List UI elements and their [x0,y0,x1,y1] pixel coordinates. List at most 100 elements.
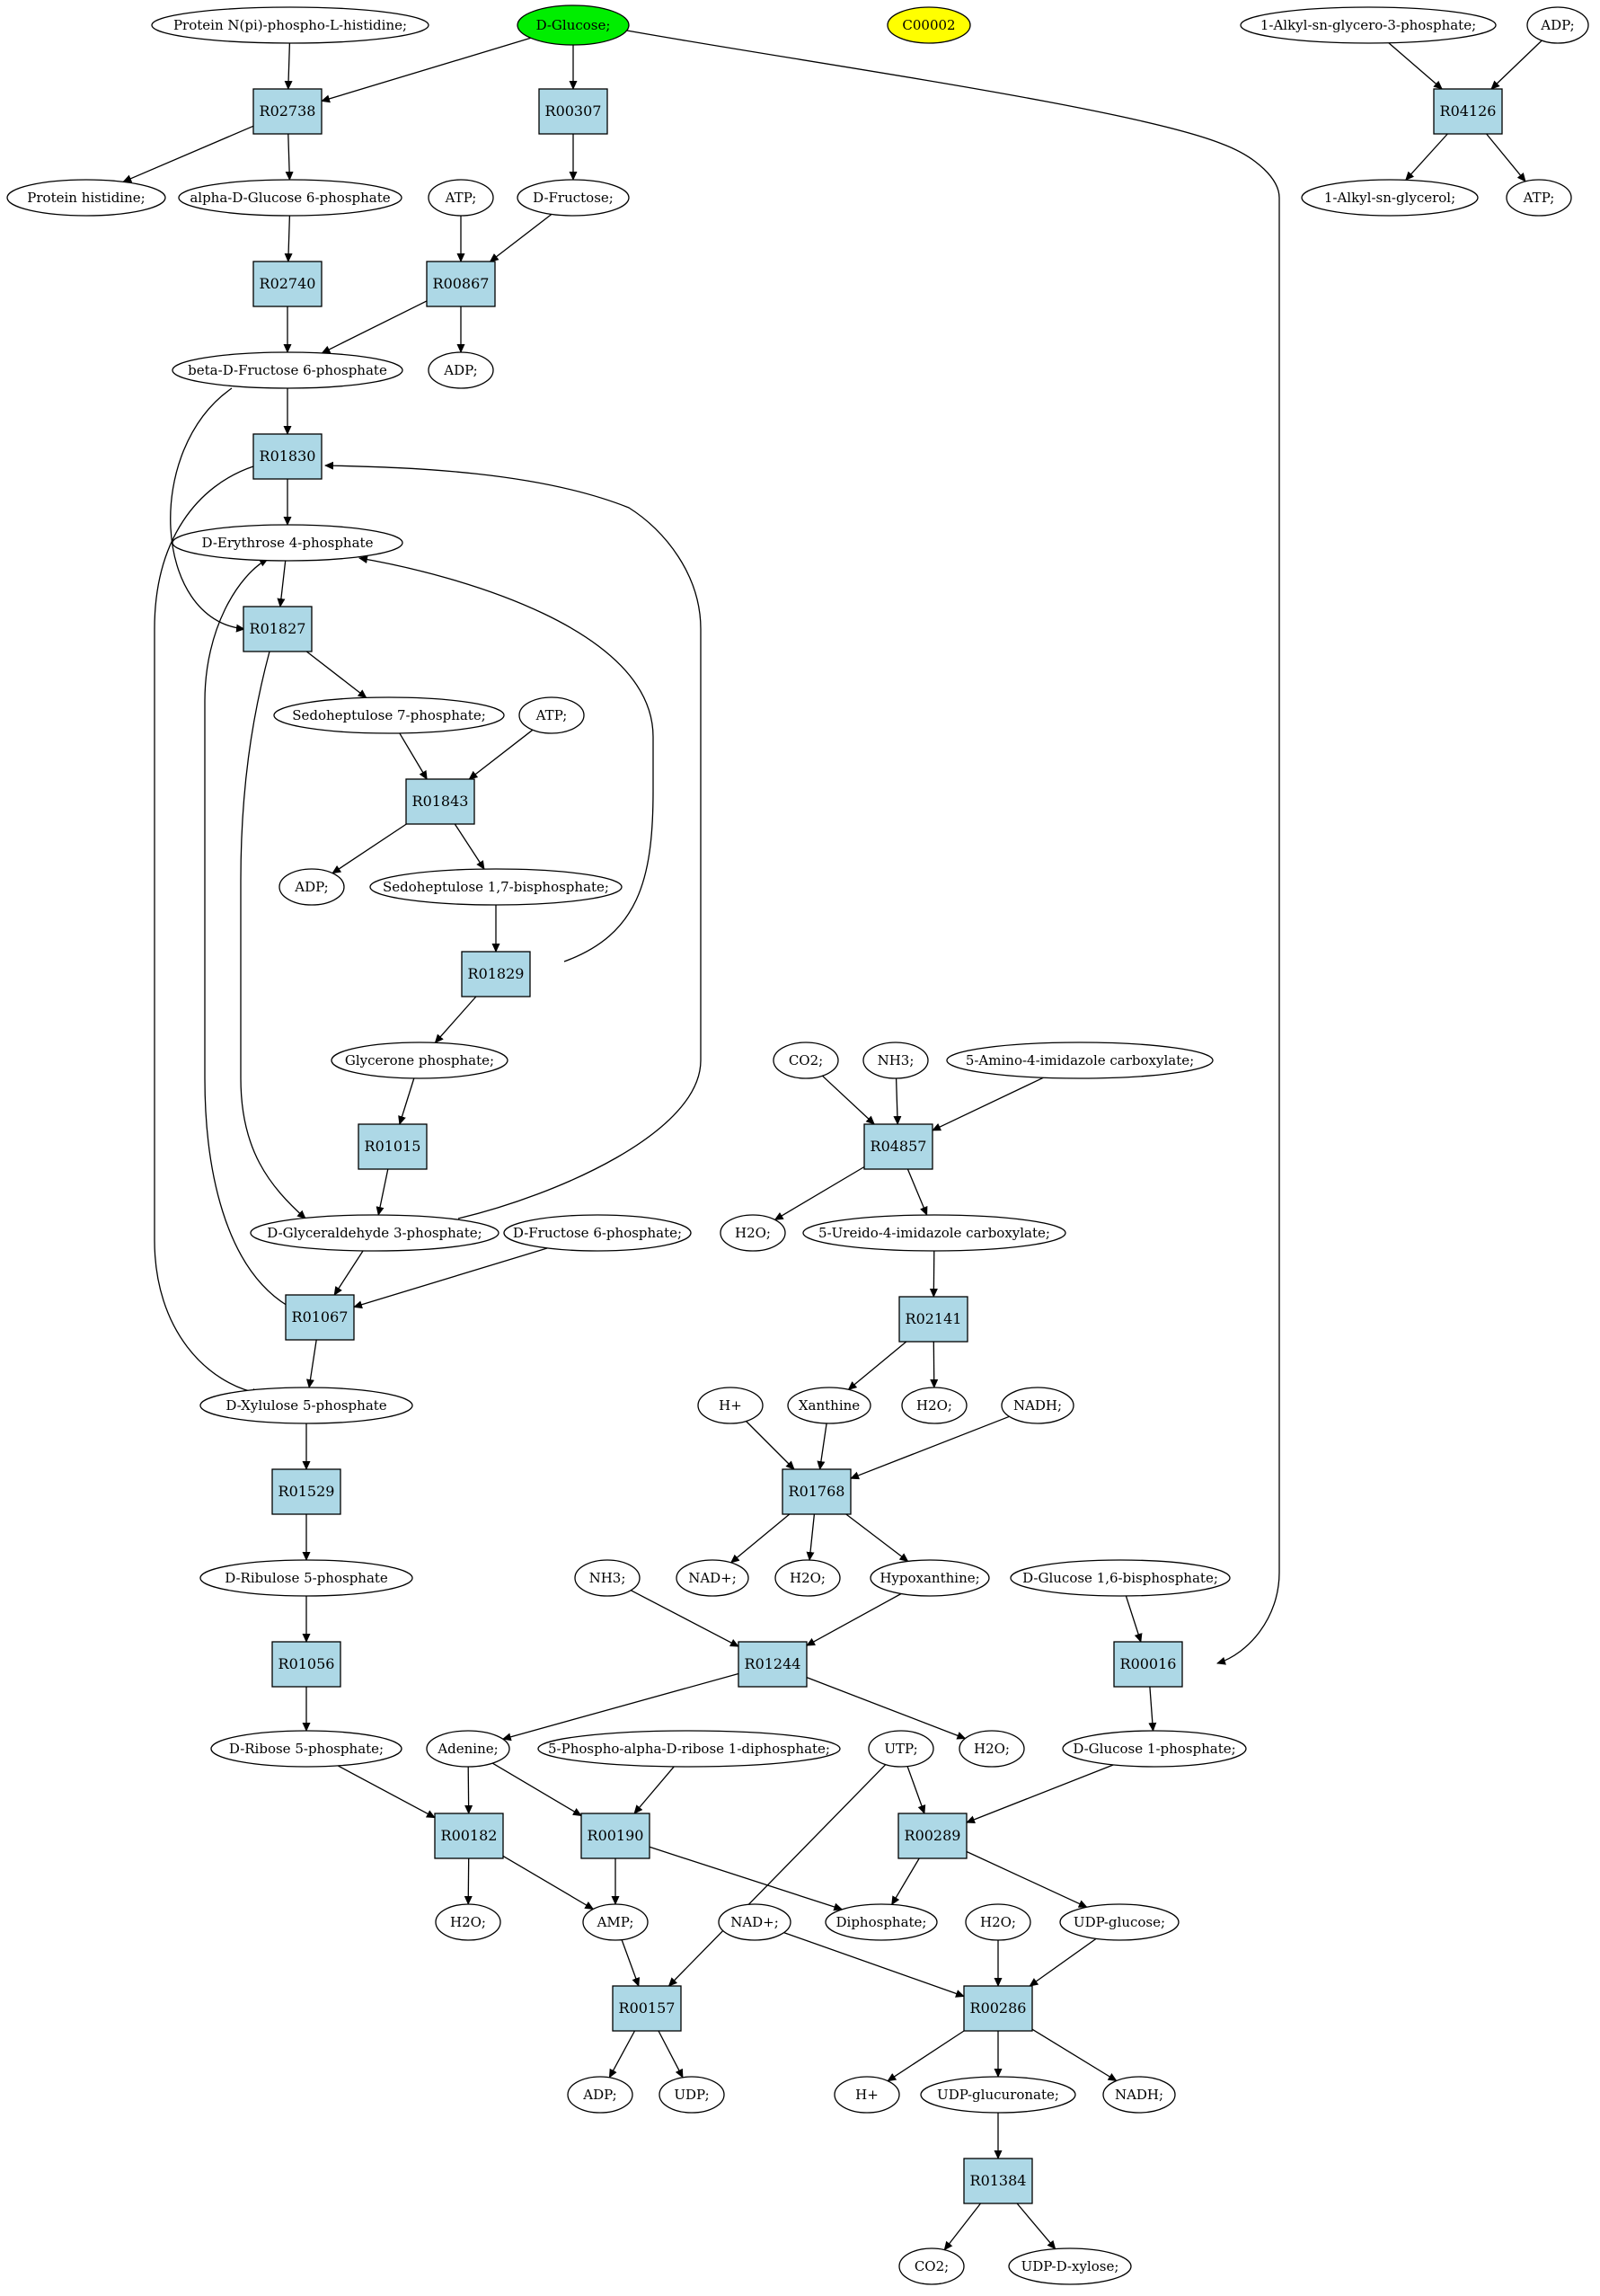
compound-node-h2o_5: H2O; [435,1903,501,1941]
node-label: D-Ribulose 5-phosphate [225,1570,388,1586]
reaction-box [243,606,313,652]
reaction-box [405,778,475,825]
compound-node-h2o_6: H2O; [965,1903,1031,1941]
edge-r_R01827-to-n_gap [240,651,306,1219]
edge-n_udp_glucose-to-r_R00286 [1029,1937,1097,1987]
node-label: H2O; [450,1914,486,1930]
compound-node-utp: UTP; [868,1730,934,1768]
compound-node-xanthine: Xanthine [787,1387,871,1424]
node-label: AMP; [597,1914,634,1930]
node-label: D-Erythrose 4-phosphate [202,535,374,551]
edge-r_R01384-to-n_co2_2 [943,2203,982,2251]
node-label: Protein histidine; [27,190,145,206]
reaction-box [782,1468,852,1515]
compound-node-hypoxanthine: Hypoxanthine; [870,1559,990,1597]
edge-r_R00157-to-n_udp [658,2030,684,2079]
reaction-box [612,1985,682,2032]
reaction-node-R01067: R01067 [285,1294,355,1341]
edge-n_atp_2-to-r_R01843 [468,729,534,780]
compound-node-beta_fru6p: beta-D-Fructose 6-phosphate [172,351,403,389]
compound-ellipse [718,1903,791,1941]
node-label: R00190 [588,1827,644,1844]
compound-ellipse [273,696,505,734]
edge-r_R04126-to-n_atp_top [1486,133,1526,182]
node-label: Glycerone phosphate; [345,1052,494,1068]
reaction-box [461,951,531,997]
compound-ellipse [1001,1387,1074,1424]
compound-ellipse [1240,6,1497,44]
node-label: CO2; [789,1052,823,1068]
compound-ellipse [834,2076,900,2114]
node-label: R00182 [441,1827,498,1844]
compound-node-adenine: Adenine; [426,1730,510,1768]
compound-ellipse [537,1730,841,1768]
reaction-node-R01827: R01827 [243,606,313,652]
reaction-node-R01843: R01843 [405,778,475,825]
edge-r_R00286-to-n_nadh_2 [1031,2028,1118,2082]
node-label: 1-Alkyl-sn-glycerol; [1324,190,1455,206]
edge-n_utp-to-r_R00289 [906,1766,926,1814]
edge-n_ribose5p-to-r_R00182 [337,1765,436,1819]
node-label: R00157 [619,1999,676,2017]
edge-n_beta_fru6p-to-r_R01827 [170,387,245,633]
edge-r_R00289-to-n_diphosphate [891,1857,920,1906]
compound-node-atp_1: ATP; [428,179,494,217]
compound-node-udp_xylose: UDP-D-xylose; [1008,2247,1132,2285]
compound-node-d_fructose6p: D-Fructose 6-phosphate; [503,1214,692,1252]
edge-n_adenine-to-r_R00190 [491,1762,582,1817]
reaction-box [358,1123,428,1170]
node-label: R01529 [278,1483,335,1500]
compound-node-alkyl_glycerol: 1-Alkyl-sn-glycerol; [1301,179,1479,217]
node-label: R02740 [260,275,316,292]
edge-n_d_fructose6p-to-r_R01067 [353,1247,548,1309]
node-label: 1-Alkyl-sn-glycero-3-phosphate; [1260,17,1476,33]
node-label: D-Ribose 5-phosphate; [229,1741,384,1757]
edge-r_R01768-to-n_hypoxanthine [845,1513,909,1563]
compound-node-h2o_4: H2O; [959,1730,1025,1768]
edge-r_R00867-to-n_beta_fru6p [321,300,428,354]
compound-ellipse [517,179,630,217]
node-label: UTP; [884,1741,917,1757]
node-label: H+ [855,2087,879,2103]
compound-ellipse [6,179,166,217]
compound-node-aica: 5-Amino-4-imidazole carboxylate; [946,1042,1214,1079]
node-label: UDP-D-xylose; [1021,2258,1119,2274]
reaction-box [1433,88,1503,135]
edge-n_nh3_1-to-r_R04857 [893,1077,902,1125]
compound-node-diphosphate: Diphosphate; [825,1903,938,1941]
reaction-node-R02740: R02740 [252,261,323,307]
edge-r_R01843-to-n_adp_2 [331,823,407,874]
reaction-box [963,2158,1033,2204]
node-label: ATP; [1523,190,1555,206]
reaction-node-R02738: R02738 [252,88,323,135]
edge-n_amp-to-r_R00157 [621,1939,641,1987]
compound-ellipse [1062,1730,1247,1768]
edge-r_R00016-to-n_glc1p [1148,1686,1157,1732]
node-label: Sedoheptulose 7-phosphate; [292,707,486,723]
edge-n_xanthine-to-r_R01768 [817,1423,827,1470]
node-label: CO2; [915,2258,949,2274]
compound-ellipse [517,4,630,46]
compound-node-nh3_2: NH3; [574,1559,641,1597]
node-label: R01015 [365,1138,421,1155]
node-label: R01768 [789,1483,845,1500]
edge-n_nh3_2-to-r_R01244 [630,1590,739,1647]
edge-r_R00286-to-n_hplus_2 [887,2030,965,2082]
node-label: C00002 [902,17,955,33]
reaction-box [863,1123,933,1170]
compound-node-ribose5p: D-Ribose 5-phosphate; [210,1730,402,1768]
reaction-box [963,1985,1033,2032]
compound-ellipse [428,351,494,389]
edge-n_co2_1-to-r_R04857 [821,1075,875,1125]
compound-ellipse [250,1214,499,1252]
reaction-box [538,88,608,135]
node-label: Adenine; [437,1741,498,1757]
compound-ellipse [278,868,345,906]
node-label: D-Fructose; [533,190,614,206]
node-label: R00867 [433,275,490,292]
compound-ellipse [802,1214,1066,1252]
compound-node-h2o_3: H2O; [774,1559,841,1597]
compound-node-sedoheptulose7p: Sedoheptulose 7-phosphate; [273,696,505,734]
compound-ellipse [331,1042,508,1079]
node-label: Xanthine [799,1397,860,1414]
